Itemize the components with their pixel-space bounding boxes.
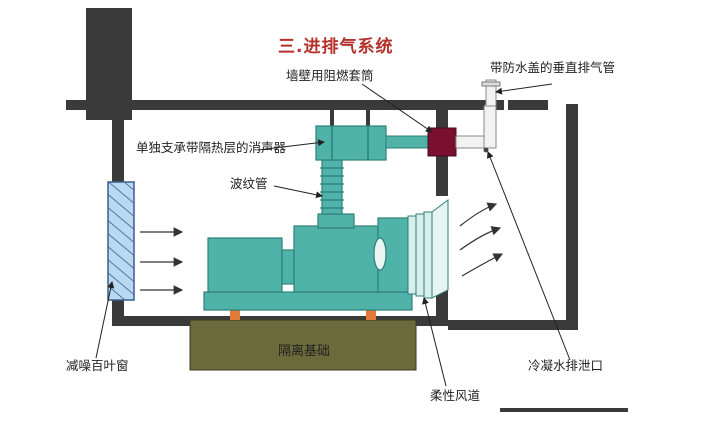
leader-condensate-drain bbox=[486, 151, 571, 361]
exhaust-pipe-vertical bbox=[483, 103, 497, 149]
genset-base bbox=[203, 291, 413, 311]
engine-block bbox=[293, 225, 379, 293]
roof-slab bbox=[66, 100, 504, 110]
muffler bbox=[315, 125, 387, 161]
leader-bellows bbox=[273, 185, 323, 199]
muffler-hanger-left bbox=[330, 110, 334, 128]
shaft-floor bbox=[448, 320, 578, 330]
cooling-fan bbox=[373, 237, 387, 271]
leader-vertical-exhaust bbox=[495, 83, 553, 95]
label-muffler: 单独支承带隔热层的消声器 bbox=[136, 140, 287, 155]
vibration-pad-right bbox=[366, 310, 376, 320]
exhaust-air-arrow-2 bbox=[459, 226, 502, 251]
flexible-duct-mouth bbox=[431, 199, 449, 299]
label-vertical-exhaust: 带防水盖的垂直排气管 bbox=[490, 60, 616, 75]
leader-louver bbox=[95, 281, 115, 359]
alternator bbox=[207, 237, 283, 293]
rain-cap bbox=[481, 81, 501, 87]
exhaust-air-arrow-3 bbox=[461, 253, 504, 277]
duct-ring-1 bbox=[407, 215, 417, 295]
exhaust-pipe-outside bbox=[455, 135, 487, 149]
leader-muffler bbox=[257, 139, 325, 151]
label-flexible-duct: 柔性风道 bbox=[430, 388, 481, 403]
inner-wall-lower bbox=[436, 290, 448, 326]
louver-hatching bbox=[108, 182, 134, 300]
label-condensate-drain: 冷凝水排泄口 bbox=[528, 358, 604, 373]
duct-ring-3 bbox=[423, 211, 433, 299]
exhaust-pipe-horizontal bbox=[385, 135, 431, 149]
duct-ring-2 bbox=[415, 213, 425, 297]
outer-shaft-wall bbox=[566, 104, 578, 330]
leader-flexible-duct bbox=[422, 297, 447, 387]
condensate-drain-point bbox=[483, 147, 489, 153]
roof-slab-right bbox=[508, 100, 548, 110]
coupling bbox=[281, 249, 295, 285]
muffler-hanger-right bbox=[366, 110, 370, 128]
label-bellows: 波纹管 bbox=[230, 176, 268, 191]
label-louver: 减噪百叶窗 bbox=[66, 358, 129, 373]
fireproof-sleeve bbox=[427, 127, 457, 157]
exhaust-manifold bbox=[317, 213, 355, 229]
exhaust-air-arrow-1 bbox=[459, 202, 498, 227]
label-fireproof-sleeve: 墙壁用阻燃套筒 bbox=[286, 68, 374, 83]
ground-line bbox=[500, 408, 628, 412]
label-isolation-foundation: 隔离基础 bbox=[278, 344, 331, 359]
leader-fireproof-sleeve bbox=[361, 83, 433, 133]
vibration-pad-left bbox=[230, 310, 240, 320]
bellows-corrugation bbox=[320, 167, 344, 209]
isolation-foundation bbox=[189, 319, 417, 371]
diagram-title: 三.进排气系统 bbox=[278, 37, 394, 57]
